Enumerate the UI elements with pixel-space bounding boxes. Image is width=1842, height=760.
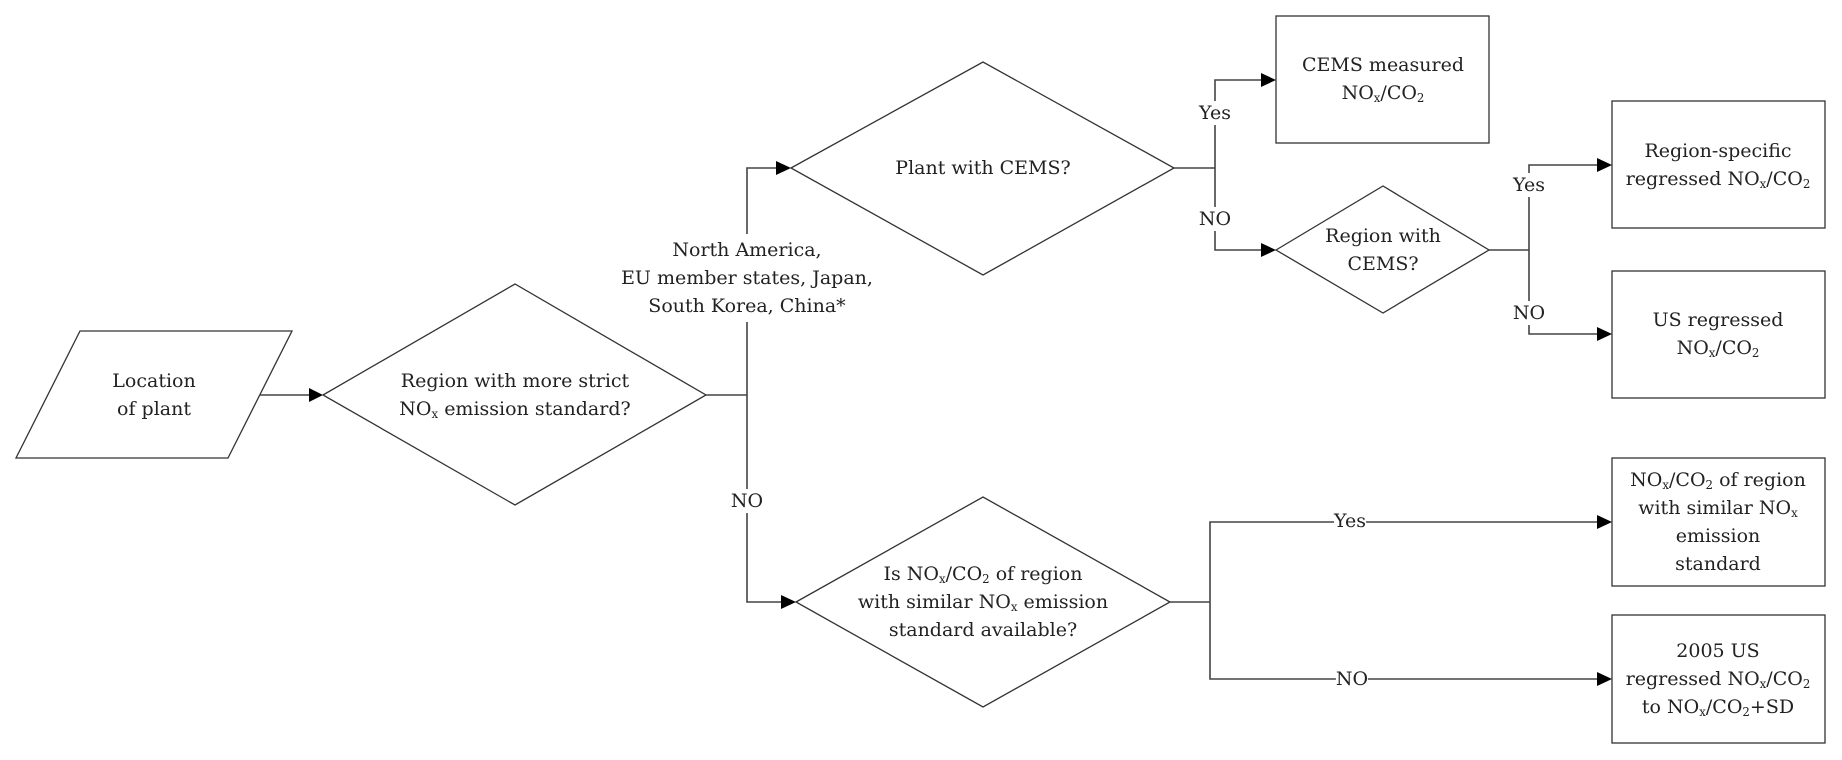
- label-line: NOx/CO2: [1676, 337, 1760, 360]
- label-line: NOx/CO2 of region: [1630, 469, 1806, 492]
- label-line: of plant: [117, 398, 191, 420]
- edge-plant-cems-yes: [1214, 79, 1263, 168]
- edge-label-region-cems-no: NO: [1510, 301, 1548, 325]
- label-line: CEMS?: [1347, 253, 1419, 275]
- edge-label-strict-yes-regions: North America, EU member states, Japan, So…: [617, 234, 877, 322]
- label-line: standard: [1675, 553, 1761, 575]
- label-line: emission: [1675, 525, 1761, 547]
- label-line: Plant with CEMS?: [895, 157, 1071, 179]
- node-similar-standard-decision: Is NOx/CO2 of region with similar NOx emi…: [858, 560, 1108, 644]
- label-line: regressed NOx/CO2: [1625, 168, 1811, 191]
- label-line: regressed NOx/CO2: [1625, 668, 1811, 691]
- edge-plant-cems-no: [1214, 168, 1263, 251]
- label-line: US regressed: [1652, 309, 1784, 331]
- label-line: Is NOx/CO2 of region: [883, 563, 1083, 586]
- label-line: to NOx/CO2+SD: [1641, 696, 1795, 719]
- label-line: North America,: [672, 239, 822, 261]
- arrowhead-icon: [781, 595, 796, 609]
- node-location-of-plant: Location of plant: [112, 367, 195, 423]
- arrowhead-icon: [1261, 243, 1276, 257]
- node-plant-cems-decision: Plant with CEMS?: [895, 154, 1070, 182]
- arrowhead-icon: [309, 388, 323, 402]
- node-similar-region-shape: [1611, 457, 1826, 587]
- node-similar-region: NOx/CO2 of region with similar NOx emissio…: [1630, 466, 1806, 578]
- edge-label-strict-no: NO: [728, 489, 766, 513]
- label-line: NOx emission standard?: [399, 398, 631, 421]
- label-line: with similar NOx emission: [857, 591, 1109, 614]
- arrowhead-icon: [1261, 73, 1276, 87]
- edge-similar-no: [1209, 602, 1599, 680]
- label-line: Region with: [1325, 225, 1441, 247]
- edge-strict-no: [746, 395, 783, 603]
- label-line: standard available?: [888, 619, 1078, 641]
- node-region-specific: Region-specific regressed NOx/CO2: [1626, 137, 1811, 193]
- label-line: Location: [112, 370, 196, 392]
- node-us-regressed-shape: [1611, 270, 1826, 399]
- arrowhead-icon: [1597, 327, 1612, 341]
- label-line: 2005 US: [1676, 640, 1760, 662]
- label-line: Region-specific: [1644, 140, 1792, 162]
- node-2005-us: 2005 US regressed NOx/CO2 to NOx/CO2+SD: [1626, 637, 1811, 721]
- label-line: South Korea, China*: [648, 295, 846, 317]
- arrowhead-icon: [776, 161, 791, 175]
- label-line: EU member states, Japan,: [621, 267, 873, 289]
- edge-region-cems-yes: [1528, 164, 1599, 250]
- node-2005-us-shape: [1611, 614, 1826, 744]
- node-location-of-plant-shape: [14, 330, 294, 459]
- label-line: CEMS measured: [1302, 54, 1464, 76]
- edge-similar-yes: [1209, 521, 1599, 602]
- arrowhead-icon: [1597, 158, 1612, 172]
- label-line: with similar NOx: [1638, 497, 1798, 520]
- arrowhead-icon: [1597, 515, 1612, 529]
- edge-label-plant-cems-yes: Yes: [1197, 101, 1233, 125]
- node-cems-measured-shape: [1275, 15, 1490, 144]
- label-line: Region with more strict: [400, 370, 630, 392]
- node-region-specific-shape: [1611, 100, 1826, 229]
- edge-label-region-cems-yes: Yes: [1511, 173, 1547, 197]
- edge-label-plant-cems-no: NO: [1196, 207, 1234, 231]
- edge-region-cems-no: [1528, 250, 1599, 335]
- edge-label-similar-yes: Yes: [1334, 510, 1366, 532]
- arrowhead-icon: [1597, 672, 1612, 686]
- edge-label-similar-no: NO: [1335, 668, 1369, 690]
- label-line: NOx/CO2: [1341, 82, 1425, 105]
